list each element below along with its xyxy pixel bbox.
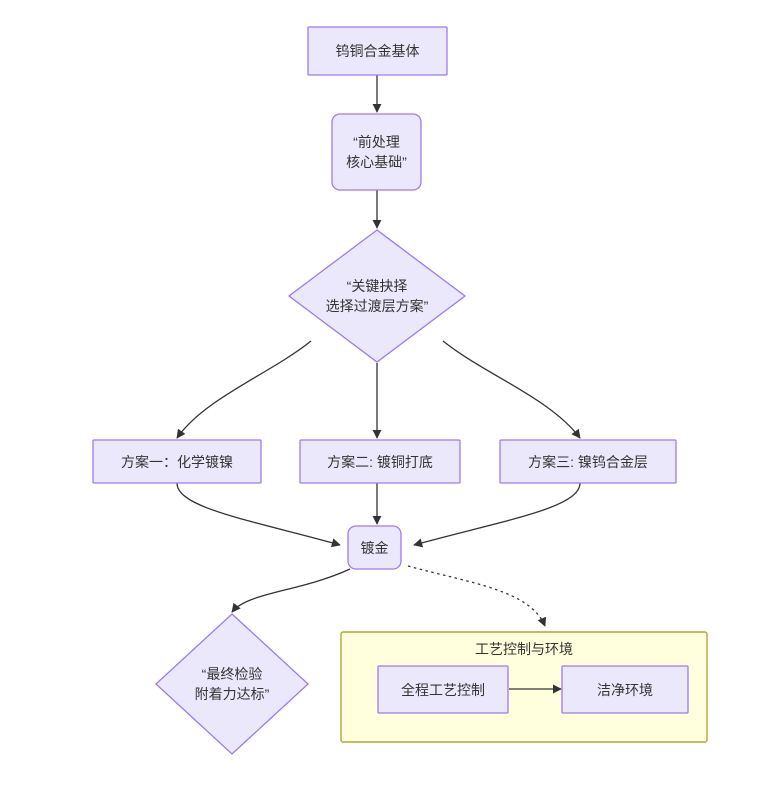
edge-gold-subgraph [407,565,547,627]
node-option3[interactable] [499,439,677,484]
subgraph-title: 工艺控制与环境 [475,641,573,657]
node-process-control[interactable] [377,665,509,714]
subgraph-container [340,631,708,743]
edge-option3-gold [413,482,581,548]
edge-decision-option1 [176,340,312,439]
node-gold[interactable] [347,525,402,570]
node-clean-env[interactable] [561,665,689,714]
edge-gold-final [231,568,351,613]
edge-decision-option3 [442,340,581,439]
node-substrate[interactable] [307,26,448,76]
edge-option1-gold [176,482,341,548]
node-option1[interactable] [92,439,262,484]
node-option2[interactable] [299,439,461,484]
node-final[interactable] [155,613,309,755]
node-decision[interactable] [287,229,467,363]
node-pretreatment[interactable] [331,113,422,191]
